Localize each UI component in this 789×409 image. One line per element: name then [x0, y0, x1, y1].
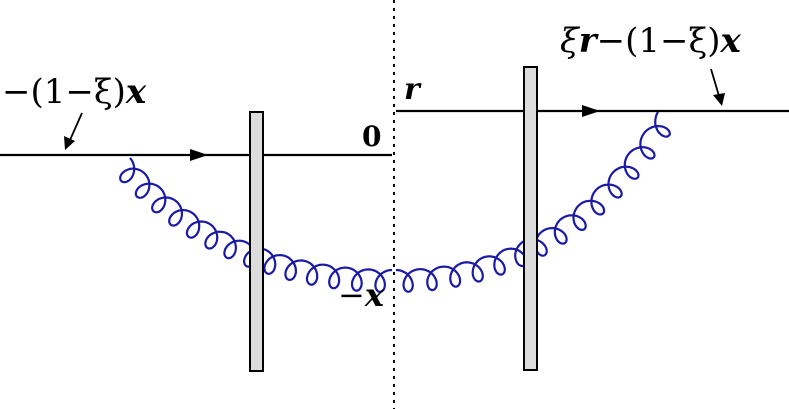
- origin-label: 0: [362, 120, 381, 153]
- right-position-label: ξr−(1−ξ)x: [560, 21, 742, 61]
- left-position-label: −(1−ξ)x: [2, 72, 147, 112]
- r-label: r: [404, 72, 422, 107]
- right-pointer-arrow-head: [713, 93, 725, 106]
- left-pointer-arrow-head: [64, 136, 75, 150]
- right-pointer-arrow-shaft: [710, 68, 720, 97]
- right-shockwave: [523, 66, 538, 371]
- minus-x-label: −x: [338, 276, 385, 314]
- left-shockwave: [249, 111, 264, 372]
- left-pointer-arrow-shaft: [69, 112, 83, 141]
- gluon-coil: [119, 111, 671, 294]
- left-arrow-head: [190, 149, 208, 161]
- right-arrow-head: [582, 105, 600, 117]
